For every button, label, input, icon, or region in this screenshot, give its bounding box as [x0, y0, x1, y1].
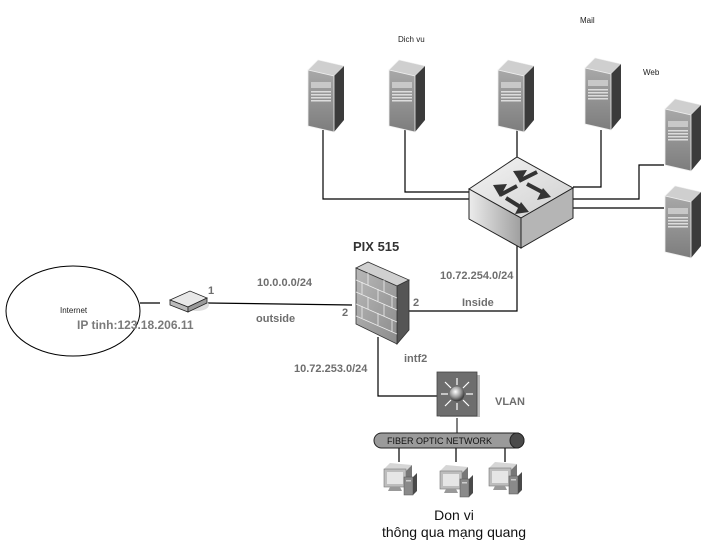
workstation-icon	[383, 462, 418, 496]
internet-label: Internet	[60, 306, 88, 315]
server-label-mail: Mail	[580, 16, 595, 25]
workstation-icon	[488, 461, 523, 495]
link-router-firewall	[207, 302, 353, 306]
inside-port-label: 2	[413, 297, 419, 309]
firewall-name-label: PIX 515	[353, 239, 399, 254]
server-icon	[664, 185, 702, 259]
workstation-icon	[439, 464, 474, 498]
server-dich-vu-icon	[388, 59, 426, 133]
server-label-dich-vu: Dich vu	[398, 35, 425, 44]
public-ip-label: IP tinh:123.18.206.11	[77, 318, 194, 332]
outside-port-label: 2	[342, 307, 348, 319]
vlan-label: VLAN	[495, 396, 525, 408]
link-server-1	[322, 130, 470, 200]
caption-line-2: thông qua mạng quang	[382, 524, 526, 540]
link-server-2	[404, 130, 470, 193]
router-port-label: 1	[208, 285, 214, 297]
link-firewall-vlan	[377, 337, 437, 397]
link-server-5	[573, 164, 664, 200]
router-icon	[168, 290, 209, 313]
server-label-web: Web	[643, 68, 660, 77]
server-icon	[497, 59, 535, 133]
caption-line-1: Don vi	[434, 507, 474, 523]
inside-network-label: 10.72.254.0/24	[440, 270, 514, 282]
outside-label: outside	[256, 313, 295, 325]
internet-cloud	[5, 265, 141, 357]
link-switch-firewall	[407, 245, 518, 312]
vlan-switch-icon	[436, 371, 480, 417]
intf2-network-label: 10.72.253.0/24	[294, 363, 368, 375]
fiber-optic-network	[373, 432, 525, 449]
firewall-icon	[355, 261, 410, 346]
intf2-label: intf2	[404, 353, 427, 365]
outside-network-label: 10.0.0.0/24	[257, 277, 313, 289]
fiber-label: FIBER OPTIC NETWORK	[387, 436, 492, 446]
core-switch-icon	[468, 156, 575, 249]
server-mail-icon	[584, 57, 622, 131]
link-server-4	[573, 130, 602, 188]
server-web-icon	[664, 98, 702, 172]
inside-label: Inside	[462, 297, 494, 309]
server-icon	[307, 59, 345, 133]
server-links	[322, 130, 664, 209]
